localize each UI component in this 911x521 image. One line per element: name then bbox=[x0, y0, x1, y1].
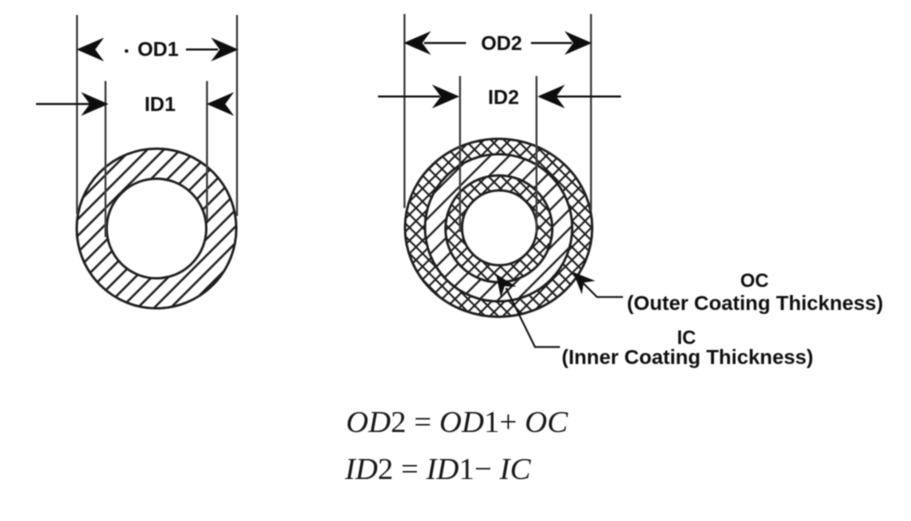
svg-text:OD1: OD1 bbox=[137, 39, 178, 61]
svg-text:OC: OC bbox=[740, 271, 769, 292]
svg-text:ID2 = ID1− IC: ID2 = ID1− IC bbox=[344, 451, 531, 486]
svg-text:(Inner Coating Thickness): (Inner Coating Thickness) bbox=[562, 346, 814, 369]
svg-text:IC: IC bbox=[677, 328, 696, 349]
svg-text:OD2 = OD1+ OC: OD2 = OD1+ OC bbox=[346, 404, 568, 439]
svg-text:ID1: ID1 bbox=[144, 94, 175, 116]
svg-text:OD2: OD2 bbox=[481, 33, 522, 55]
svg-text:(Outer Coating Thickness): (Outer Coating Thickness) bbox=[627, 292, 883, 315]
svg-text:ID2: ID2 bbox=[488, 87, 519, 109]
